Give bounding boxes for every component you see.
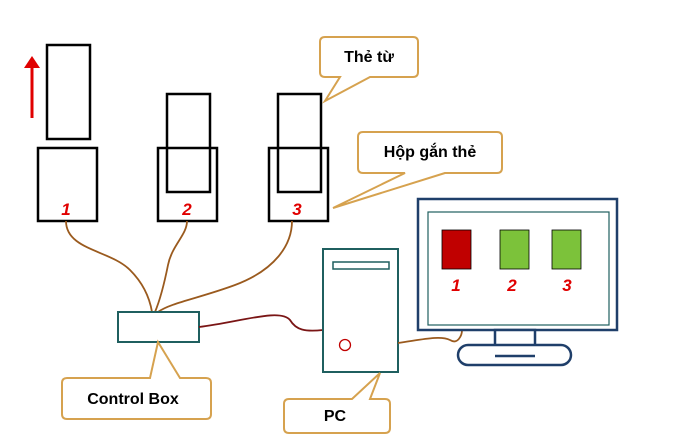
holder-number-2: 2: [181, 200, 192, 219]
magnetic-card-2: [165, 92, 212, 194]
callout-card: Thẻ từ: [319, 36, 419, 104]
indicator-label-2: 2: [506, 276, 517, 295]
magnetic-card-3: [276, 92, 323, 194]
drive-slot: [332, 261, 390, 270]
callout-control-box-label: Control Box: [87, 391, 179, 408]
holder-number-3: 3: [292, 200, 302, 219]
callout-card-label: Thẻ từ: [344, 49, 394, 66]
up-arrow-icon: [24, 56, 40, 118]
indicator-1: [441, 229, 472, 270]
indicator-2: [499, 229, 530, 270]
card-holder-3: 3: [267, 92, 330, 223]
callout-pc: PC: [283, 372, 391, 434]
callout-control-box: Control Box: [61, 339, 212, 420]
control-box: [117, 311, 200, 343]
indicator-label-1: 1: [451, 276, 460, 295]
card-holder-2: 2: [156, 92, 219, 223]
card-holder-1: 1: [36, 43, 99, 223]
holder-cables: [65, 220, 293, 313]
magnetic-card-1: [45, 43, 92, 141]
monitor: [416, 197, 619, 367]
status-indicators: 1 2 3: [441, 229, 582, 295]
indicator-label-3: 3: [562, 276, 572, 295]
pc-to-monitor-cable: [397, 329, 463, 344]
power-button-icon: [338, 338, 352, 352]
callout-holder-label: Hộp gắn thẻ: [384, 142, 477, 161]
callout-pc-label: PC: [324, 408, 347, 425]
holder-number-1: 1: [61, 200, 70, 219]
callout-holder: Hộp gắn thẻ: [332, 131, 503, 209]
indicator-3: [551, 229, 582, 270]
pc-tower: [322, 248, 399, 373]
control-box-to-pc-cable: [198, 314, 324, 332]
